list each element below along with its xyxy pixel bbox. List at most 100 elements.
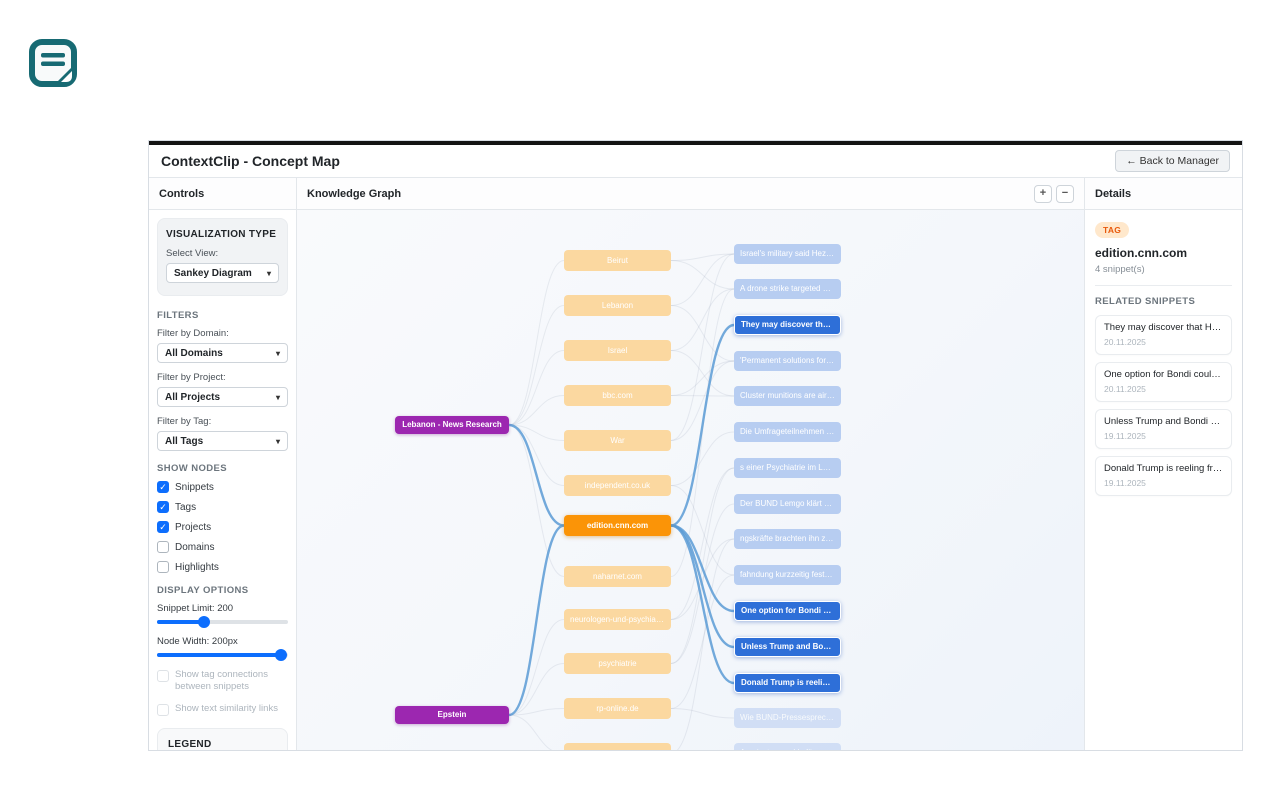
snippet-date: 20.11.2025 xyxy=(1104,337,1146,347)
snippet-limit-label: Snippet Limit: 200 xyxy=(157,603,234,614)
graph-panel-title: Knowledge Graph xyxy=(307,187,402,200)
checkbox-icon xyxy=(157,703,169,716)
graph-node-s3[interactable]: They may discover that Hezboll... xyxy=(734,315,841,335)
snippet-text: Donald Trump is reeling from a spectacul… xyxy=(1104,463,1223,474)
graph-node-s11[interactable]: One option for Bondi could be ... xyxy=(734,601,841,621)
graph-node-s15[interactable]: Anreisetag zur Verfügung, so d... xyxy=(734,743,841,750)
graph-node-s6[interactable]: Die Umfrageteilnehmen wurden u... xyxy=(734,422,841,442)
graph-node-beirut[interactable]: Beirut xyxy=(564,250,671,271)
project-filter-select[interactable]: All Projects▾ xyxy=(157,387,288,407)
show-nodes-check-projects[interactable]: ✓Projects xyxy=(157,521,288,533)
window-top-edge xyxy=(149,141,1242,145)
graph-node-p2[interactable]: Epstein xyxy=(395,706,509,724)
snippet-limit-slider[interactable] xyxy=(157,616,288,628)
graph-panel-header: Knowledge Graph + − xyxy=(297,178,1084,210)
graph-node-independent[interactable]: independent.co.uk xyxy=(564,475,671,496)
back-to-manager-button[interactable]: ← Back to Manager xyxy=(1115,150,1230,172)
graph-node-s9[interactable]: ngskräfte brachten ihn zur Beh... xyxy=(734,529,841,549)
checkbox-label: Domains xyxy=(175,541,215,553)
graph-node-s7[interactable]: s einer Psychiatrie im Landkre... xyxy=(734,458,841,478)
graph-node-s8[interactable]: Der BUND Lemgo klärt seit dem ... xyxy=(734,494,841,514)
snippet-limit-slider-thumb[interactable] xyxy=(198,616,211,628)
contextclip-logo-icon xyxy=(28,38,78,88)
checkbox-icon xyxy=(157,670,169,682)
graph-node-s10[interactable]: fahndung kurzzeitig festgesetz... xyxy=(734,565,841,585)
controls-panel-header: Controls xyxy=(149,178,296,210)
visualization-type-box: VISUALIZATION TYPE Select View: Sankey D… xyxy=(157,218,288,296)
project-filter-label: Filter by Project: xyxy=(157,372,226,383)
graph-node-bbc[interactable]: bbc.com xyxy=(564,385,671,406)
checkbox-icon[interactable]: ✓ xyxy=(157,521,169,533)
app-header: ContextClip - Concept Map ← Back to Mana… xyxy=(149,145,1242,178)
zoom-out-button[interactable]: − xyxy=(1056,184,1074,203)
disabled-check-tag-connections: Show tag connections between snippets xyxy=(157,669,288,694)
graph-node-s14[interactable]: Wie BUND-Pressesprecher Willi ... xyxy=(734,708,841,728)
app-window: ContextClip - Concept Map ← Back to Mana… xyxy=(148,140,1243,751)
project-filter-value: All Projects xyxy=(165,391,221,403)
zoom-in-button[interactable]: + xyxy=(1034,184,1052,203)
details-panel-body: TAG edition.cnn.com 4 snippet(s) RELATED… xyxy=(1085,210,1242,513)
graph-node-s1[interactable]: Israel's military said Hezboll... xyxy=(734,244,841,264)
show-nodes-section-label: SHOW NODES xyxy=(157,463,227,474)
graph-node-s13[interactable]: Donald Trump is reeling from a... xyxy=(734,673,841,693)
chevron-down-icon: ▾ xyxy=(266,268,271,278)
checkbox-icon[interactable]: ✓ xyxy=(157,501,169,513)
graph-node-s2[interactable]: A drone strike targeted a car ... xyxy=(734,279,841,299)
view-select[interactable]: Sankey Diagram ▾ xyxy=(166,263,279,283)
graph-node-lebanon[interactable]: Lebanon xyxy=(564,295,671,316)
graph-node-s4[interactable]: 'Permanent solutions for its w... xyxy=(734,351,841,371)
visualization-type-title: VISUALIZATION TYPE xyxy=(166,229,277,240)
details-panel-header: Details xyxy=(1085,178,1242,210)
chevron-down-icon: ▾ xyxy=(275,348,280,358)
snippet-date: 19.11.2025 xyxy=(1104,431,1146,441)
graph-node-hamburg[interactable]: Hamburg xyxy=(564,743,671,750)
checkbox-label: Tags xyxy=(175,501,197,513)
related-snippet-card[interactable]: They may discover that Hezbollah, its le… xyxy=(1095,315,1232,355)
related-snippet-card[interactable]: Unless Trump and Bondi release the Epste… xyxy=(1095,409,1232,449)
node-width-slider-thumb[interactable] xyxy=(275,649,288,661)
tag-badge: TAG xyxy=(1095,222,1130,238)
checkbox-icon[interactable]: ✓ xyxy=(157,481,169,493)
filters-section-label: FILTERS xyxy=(157,310,199,321)
show-nodes-check-tags[interactable]: ✓ Tags xyxy=(157,501,288,513)
details-panel: Details TAG edition.cnn.com 4 snippet(s)… xyxy=(1084,178,1242,750)
graph-node-neurologen[interactable]: neurologen-und-psychiater-im-n... xyxy=(564,609,671,630)
graph-node-cnn[interactable]: edition.cnn.com xyxy=(564,515,671,536)
controls-panel: Controls VISUALIZATION TYPE Select View:… xyxy=(149,178,297,750)
show-nodes-check-snippets[interactable]: ✓Snippets xyxy=(157,481,288,493)
domain-filter-value: All Domains xyxy=(165,347,223,359)
chevron-down-icon: ▾ xyxy=(275,436,280,446)
graph-node-war[interactable]: War xyxy=(564,430,671,451)
graph-node-p1[interactable]: Lebanon - News Research xyxy=(395,416,509,434)
graph-panel: Knowledge Graph + − Lebanon - News Resea… xyxy=(297,178,1084,750)
legend-title: LEGEND xyxy=(168,738,212,750)
graph-node-s5[interactable]: Cluster munitions are air-drop... xyxy=(734,386,841,406)
related-snippet-card[interactable]: One option for Bondi could be a vast doc… xyxy=(1095,362,1232,402)
snippet-date: 19.11.2025 xyxy=(1104,478,1146,488)
graph-node-naharnet[interactable]: naharnet.com xyxy=(564,566,671,587)
display-options-section-label: DISPLAY OPTIONS xyxy=(157,585,249,596)
graph-node-israel[interactable]: Israel xyxy=(564,340,671,361)
graph-node-s12[interactable]: Unless Trump and Bondi release... xyxy=(734,637,841,657)
tag-filter-select[interactable]: All Tags ▾ xyxy=(157,431,288,451)
checkbox-icon[interactable] xyxy=(157,541,169,553)
domain-filter-select[interactable]: All Domains ▾ xyxy=(157,343,288,363)
graph-node-rponline[interactable]: rp-online.de xyxy=(564,698,671,719)
show-nodes-check-domains[interactable]: Domains xyxy=(157,541,288,553)
snippet-date: 20.11.2025 xyxy=(1104,384,1146,394)
tag-filter-value: All Tags xyxy=(165,435,204,447)
view-select-value: Sankey Diagram xyxy=(174,267,252,279)
domain-filter-label: Filter by Domain: xyxy=(157,328,229,339)
related-snippets-label: RELATED SNIPPETS xyxy=(1095,296,1196,307)
snippet-text: Unless Trump and Bondi release the Epste… xyxy=(1104,416,1223,427)
page-title: ContextClip - Concept Map xyxy=(161,153,340,169)
graph-node-psychiatrie[interactable]: psychiatrie xyxy=(564,653,671,674)
node-width-slider[interactable] xyxy=(157,649,288,661)
select-view-label: Select View: xyxy=(166,248,219,259)
checkbox-icon[interactable] xyxy=(157,561,169,573)
checkbox-label: Show text similarity links xyxy=(175,702,278,714)
checkbox-label: Show tag connections between snippets xyxy=(175,669,268,693)
show-nodes-check-highlights[interactable]: Highlights xyxy=(157,561,288,573)
related-snippet-card[interactable]: Donald Trump is reeling from a spectacul… xyxy=(1095,456,1232,496)
